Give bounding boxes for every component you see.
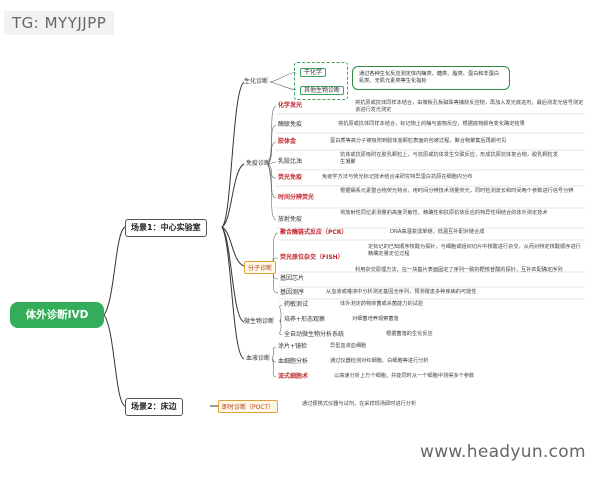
- immuno-item-colloidal-gold[interactable]: 胶体金: [278, 138, 297, 145]
- immuno-desc-radio: 将放射性同位素测量的高度灵敏性、精确性和抗原抗体反应的特异性相结合的体外测定技术: [340, 210, 548, 216]
- molecular-desc-chip: 利用杂交原理方法，在一块基片表面固定了序列一致的靶核苷酸的探针，互补匹配确定序列: [355, 267, 563, 273]
- molecular-item-fish[interactable]: 荧光原位杂交（FISH）: [280, 254, 344, 261]
- poct-desc: 通过便携式仪器与试剂，在采样现场即时进行分析: [302, 401, 417, 407]
- watermark-text: www.headyun.com: [420, 442, 586, 462]
- category-biochem[interactable]: 生化诊断: [244, 78, 269, 85]
- biochem-sub-dry-chem[interactable]: 干化学: [300, 68, 327, 77]
- blood-desc-analysis: 通过仪器检测对红细胞、白细胞等进行分析: [330, 358, 429, 364]
- molecular-item-chip[interactable]: 基因芯片: [280, 275, 305, 282]
- immuno-desc-time-resolved: 根据镧系元素螯合物荧光特点，用时间分辨技术测量荧光，同时检测波长和时间两个参数进…: [340, 188, 574, 194]
- scene2-node[interactable]: 场景2：床边: [125, 398, 183, 416]
- blood-item-smear[interactable]: 涂片+镜检: [278, 343, 308, 350]
- molecular-desc-pcr: DNA高温变成单链，低温互补配对链合成: [390, 229, 485, 235]
- micro-item-susceptibility[interactable]: 药敏测试: [284, 301, 309, 308]
- immuno-desc-colloidal-gold: 蛋白质等高分子被吸附到胶体金颗粒表面的包被过程，聚合物聚集后再颜可见: [330, 138, 507, 144]
- root-node[interactable]: 体外诊断IVD: [10, 302, 104, 328]
- poct-node[interactable]: 即时诊断（POCT）: [218, 400, 279, 413]
- micro-desc-culture: 对细菌培养观察菌落: [352, 316, 399, 322]
- category-immuno[interactable]: 免疫诊断: [246, 160, 271, 167]
- blood-desc-flow: 以高速分析上万个细胞，并能同时从一个细胞中测得多个参数: [334, 373, 475, 379]
- molecular-item-sequencing[interactable]: 基因测序: [280, 289, 305, 296]
- molecular-desc-fish: 定标记的已知顺序核酸为探针，与细胞或组织切片中核酸进行杂交，从而对特定核酸顺序进…: [368, 244, 581, 257]
- micro-desc-auto-system: 根据菌落的生化反应: [386, 331, 433, 337]
- immuno-item-time-resolved[interactable]: 时间分辨荧光: [278, 194, 315, 201]
- immuno-item-radio[interactable]: 放射免疫: [278, 216, 303, 223]
- immuno-item-fluorescence[interactable]: 荧光免疫: [278, 174, 303, 181]
- biochem-desc: 通过各种生化反应测定体内酶类、糖类、脂类、蛋白和非蛋白氮类、无机元素类等生化指标: [352, 66, 510, 90]
- immuno-desc-latex: 抗体或抗原吸附在胶乳颗粒上，与抗原或抗体发生交联反应，形成抗原抗体复合物，胶乳颗…: [340, 152, 558, 165]
- blood-item-flow[interactable]: 流式细胞术: [278, 373, 309, 380]
- micro-item-auto-system[interactable]: 全自动微生物分析系统: [284, 331, 345, 338]
- immuno-desc-chemiluminescence: 将抗原或抗体同样本结合，由微板孔板磁珠等捕获反应物，再加入发光底进剂，最后测发光…: [355, 100, 584, 113]
- immuno-desc-elisa: 将抗原或抗体同样本结合，标记物上的酶与底物反应，根据底物颜色变化确定结果: [338, 121, 525, 127]
- immuno-item-latex[interactable]: 乳胶比浊: [278, 158, 303, 165]
- blood-item-analysis[interactable]: 血细胞分析: [278, 358, 309, 365]
- category-hematology[interactable]: 血液诊断: [246, 355, 271, 362]
- biochem-sub-frame: [294, 62, 348, 100]
- immuno-desc-fluorescence: 免疫学方法与荧光标记技术结合来研究特异蛋白抗原在细胞内分布: [322, 174, 473, 180]
- immuno-item-elisa[interactable]: 酶联免疫: [278, 121, 303, 128]
- micro-desc-susceptibility: 体外测定药物抑菌或杀菌能力的试验: [340, 301, 424, 307]
- scene1-node[interactable]: 场景1：中心实验室: [125, 219, 207, 237]
- category-microbiology[interactable]: 微生物诊断: [244, 318, 275, 325]
- immuno-item-chemiluminescence[interactable]: 化学发光: [278, 102, 303, 109]
- molecular-item-pcr[interactable]: 聚合酶链式反应（PCR）: [280, 229, 348, 236]
- channel-tag: TG: MYYJJPP: [4, 11, 115, 35]
- biochem-sub-other[interactable]: 其他生物诊断: [300, 86, 345, 95]
- blood-desc-smear: 异型血液血细胞: [330, 343, 367, 349]
- micro-item-culture[interactable]: 培养+形态观察: [284, 316, 326, 323]
- category-molecular[interactable]: 分子诊断: [244, 261, 277, 274]
- molecular-desc-sequencing: 从血液或唾液中分析测定基因全序列，预测罹患多种疾病的可能性: [326, 289, 477, 295]
